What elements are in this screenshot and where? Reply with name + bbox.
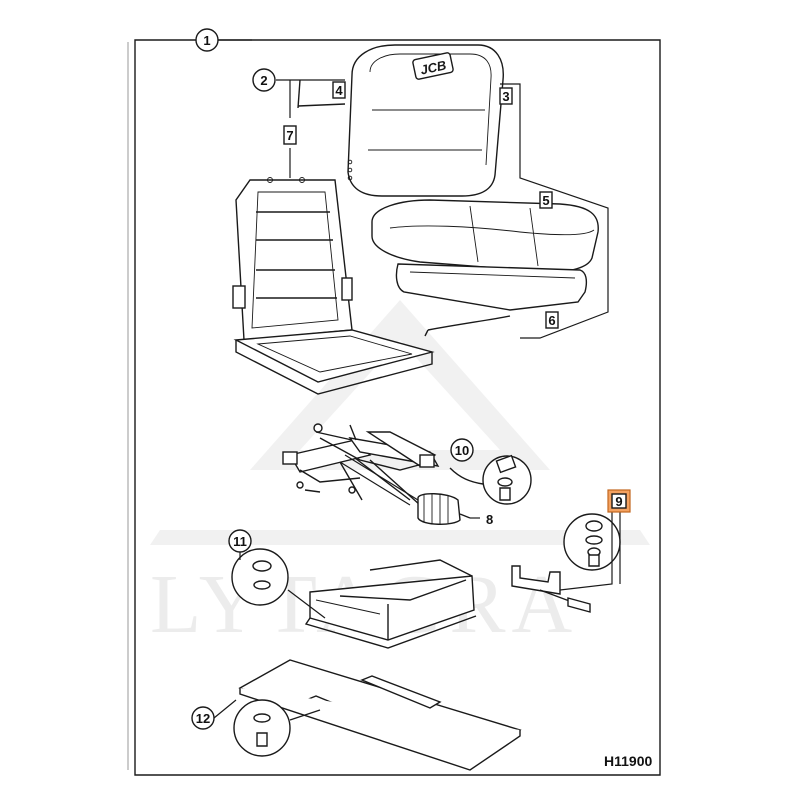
callout-10-label: 10 [455, 443, 469, 458]
callout-3-label: 3 [502, 89, 509, 104]
leader-2 [276, 79, 345, 118]
callout-9-label: 9 [615, 494, 622, 509]
jcb-logo: JCB [412, 52, 454, 80]
callout-11-label: 11 [233, 534, 247, 549]
leader-8b [344, 454, 419, 501]
callout-7: 7 [283, 125, 297, 145]
seat-base [395, 263, 588, 337]
callout-1: 1 [195, 28, 219, 52]
group-bracket-right [500, 83, 609, 339]
suspension-spring [417, 493, 471, 525]
callout-2-label: 2 [260, 73, 267, 88]
callout-8: 8 [470, 512, 493, 527]
callout-10: 10 [450, 438, 474, 462]
lever-bracket [511, 565, 591, 613]
callout-9: 9 [607, 489, 631, 513]
callout-1-label: 1 [203, 33, 210, 48]
headrest-trim [297, 103, 346, 107]
callout-11: 11 [228, 529, 252, 553]
jcb-logo-text: JCB [419, 57, 448, 77]
callout-12-label: 12 [196, 711, 210, 726]
callout-4-label: 4 [335, 83, 343, 98]
slide-rails [238, 659, 522, 771]
fastener-set-11 [231, 548, 326, 619]
callout-2: 2 [252, 68, 276, 92]
fastener-set-10 [449, 454, 532, 505]
seat-frame [232, 177, 435, 395]
callout-5-label: 5 [542, 193, 549, 208]
seat-cushion [371, 199, 599, 273]
callout-12: 12 [191, 706, 215, 730]
callout-3: 3 [499, 87, 513, 105]
rail-frame [304, 559, 477, 649]
callout-6-label: 6 [548, 313, 555, 328]
leader-12 [213, 699, 237, 719]
leader-8 [339, 461, 411, 506]
main-frame [134, 39, 661, 776]
callout-4: 4 [332, 81, 346, 99]
fastener-set-12 [233, 699, 321, 757]
callout-7-label: 7 [286, 128, 293, 143]
callout-6: 6 [545, 311, 559, 329]
backrest-cushion: JCB [347, 44, 504, 197]
callout-5: 5 [539, 191, 553, 209]
suspension-mechanism [282, 423, 440, 506]
headrest-trim-b [297, 79, 301, 109]
callout-8-label: 8 [486, 512, 493, 527]
drawing-code: H11900 [604, 753, 652, 769]
